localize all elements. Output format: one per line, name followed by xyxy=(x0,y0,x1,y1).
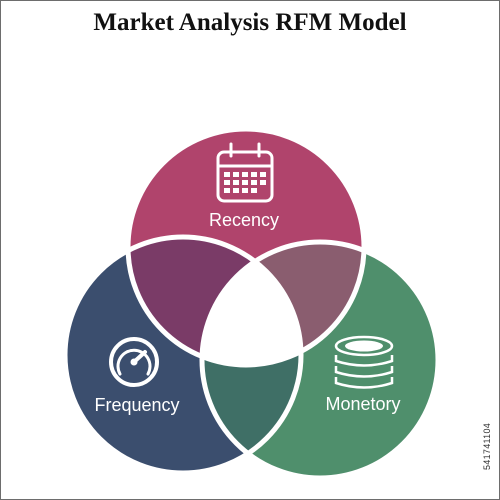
watermark-id: 541741104 xyxy=(482,422,492,470)
recency-label: Recency xyxy=(209,210,279,230)
center-overlap xyxy=(202,242,301,365)
speedometer-icon xyxy=(109,337,159,387)
calendar-icon xyxy=(216,142,274,203)
coins-stack-icon xyxy=(334,335,394,389)
frequency-label: Frequency xyxy=(94,395,179,415)
page-title: Market Analysis RFM Model xyxy=(93,9,407,36)
monetory-label: Monetory xyxy=(325,394,400,414)
